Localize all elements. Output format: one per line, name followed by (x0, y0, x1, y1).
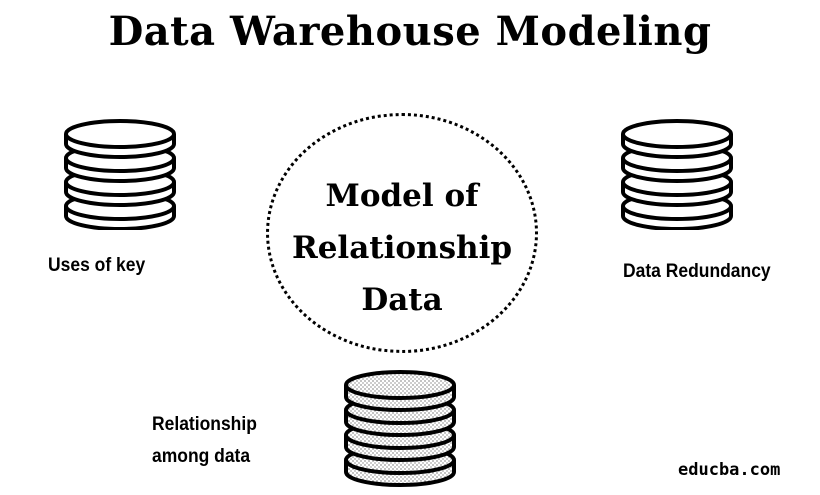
center-label-line1: Model of (325, 178, 479, 214)
database-icon-data-redundancy (621, 119, 733, 230)
database-icon-relationship (344, 370, 456, 487)
center-label: Model of Relationship Data (266, 170, 538, 326)
label-relationship-line1: Relationship (152, 414, 257, 435)
label-uses-of-key: Uses of key (48, 255, 146, 276)
database-icon-uses-of-key (64, 119, 176, 230)
center-dotted-circle (266, 113, 538, 353)
label-data-redundancy: Data Redundancy (623, 261, 771, 282)
label-relationship-line2: among data (152, 446, 251, 467)
brand-watermark: educba.com (678, 460, 781, 480)
diagram-title: Data Warehouse Modeling (108, 8, 712, 55)
center-label-line2: Relationship (291, 230, 513, 266)
center-label-line3: Data (361, 282, 443, 318)
